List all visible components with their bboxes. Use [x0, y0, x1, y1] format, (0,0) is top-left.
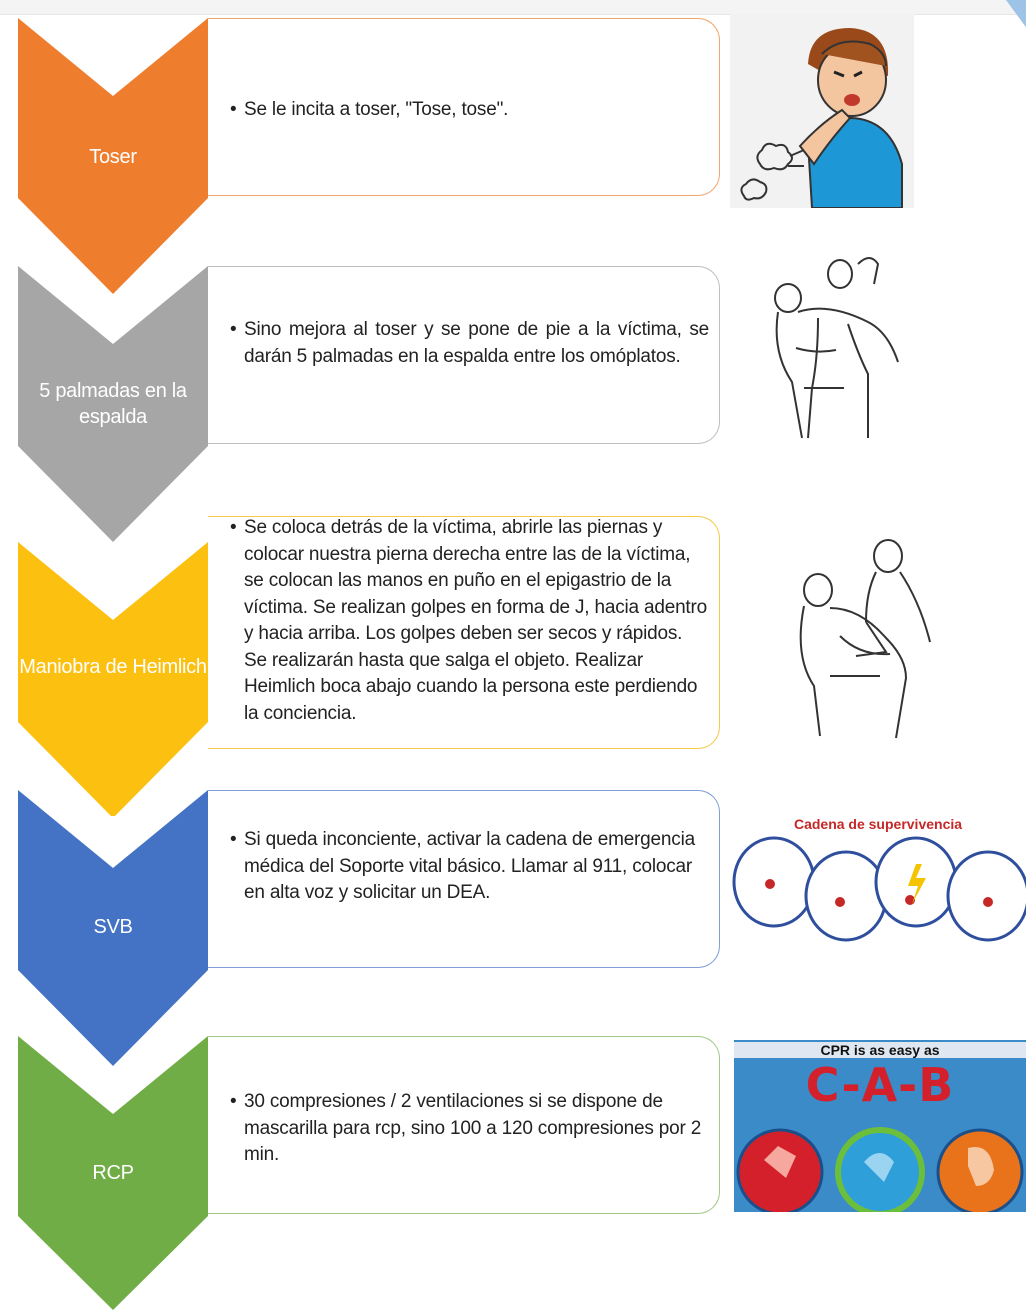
coughing-boy-illustration [730, 14, 914, 208]
chain-title: Cadena de supervivencia [793, 816, 963, 832]
step-text: Se coloca detrás de la víctima, abrirle … [230, 515, 709, 727]
chevron-rcp [18, 1036, 208, 1310]
step-label: Toser [89, 146, 137, 168]
step-label: 5 palmadas en la espalda [39, 380, 187, 428]
top-strip [0, 0, 1026, 15]
corner-decoration [1006, 0, 1026, 28]
step-label: SVB [93, 916, 133, 938]
step-box: Se le incita a toser, "Tose, tose". [208, 18, 720, 196]
back-blows-illustration [774, 257, 899, 439]
step-text: Si queda inconciente, activar la cadena … [230, 827, 709, 907]
step-text: 30 compresiones / 2 ventilaciones si se … [230, 1089, 709, 1169]
cab-title: C-A-B [805, 1058, 955, 1112]
step-box: Se coloca detrás de la víctima, abrirle … [208, 515, 720, 749]
chevron-toser [18, 18, 208, 294]
heimlich-illustration [799, 539, 931, 739]
chevron-heimlich [18, 542, 208, 816]
step-box: Sino mejora al toser y se pone de pie a … [208, 266, 720, 444]
step-box: Si queda inconciente, activar la cadena … [208, 790, 720, 968]
cab-illustration: CPR is as easy as C-A-B [734, 1040, 1026, 1212]
step-box: 30 compresiones / 2 ventilaciones si se … [208, 1036, 720, 1214]
chevron-palmadas [18, 266, 208, 542]
chain-of-survival-illustration: Cadena de supervivencia [730, 814, 1026, 948]
cab-caption: CPR is as easy as [734, 1042, 1026, 1058]
step-text: Se le incita a toser, "Tose, tose". [230, 97, 709, 124]
step-text: Sino mejora al toser y se pone de pie a … [230, 317, 709, 370]
step-label: Maniobra de Heimlich [19, 656, 207, 678]
chevron-svb [18, 790, 208, 1066]
step-label: RCP [92, 1162, 134, 1184]
